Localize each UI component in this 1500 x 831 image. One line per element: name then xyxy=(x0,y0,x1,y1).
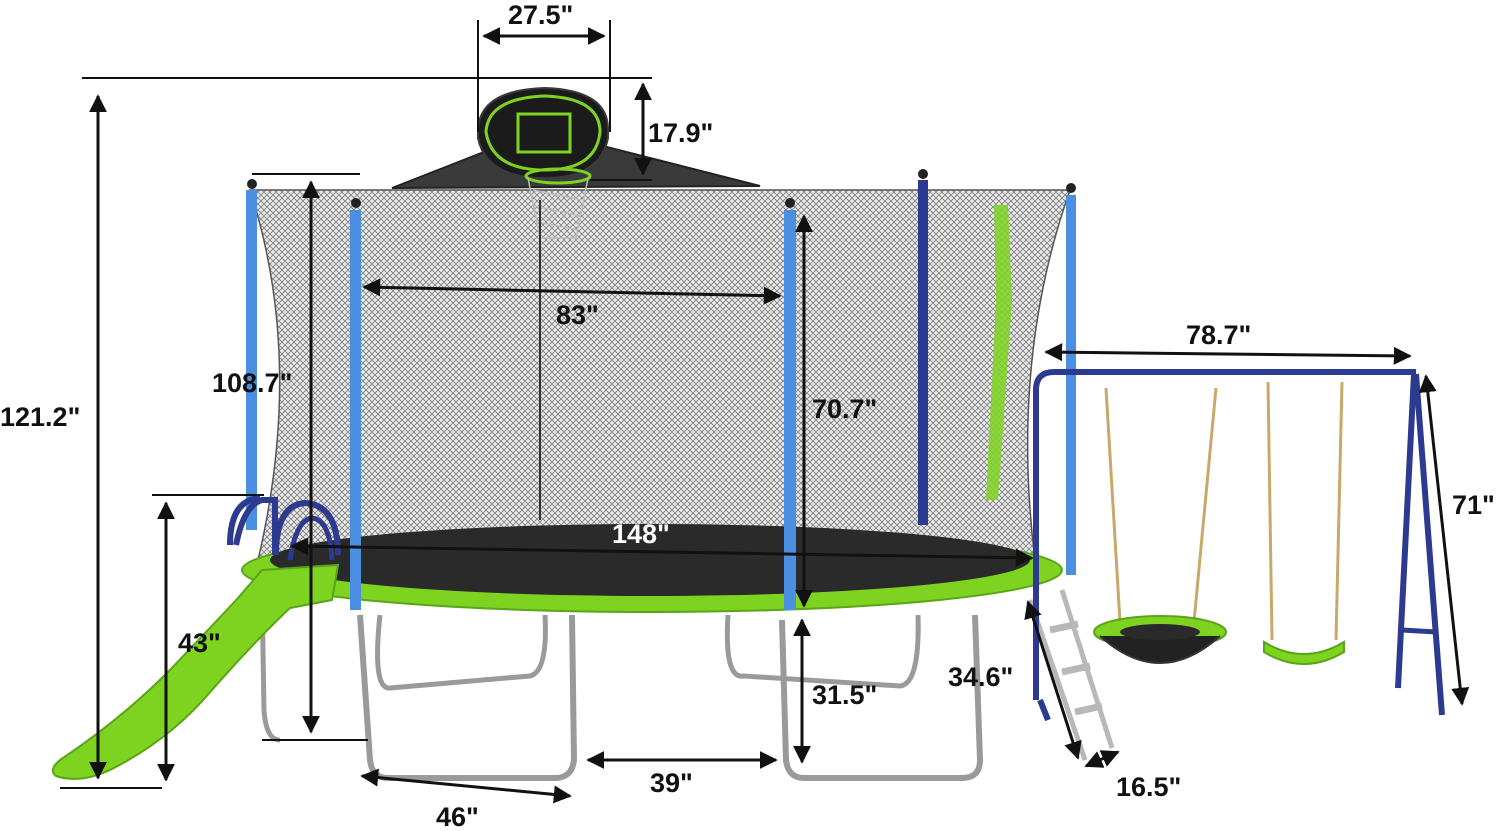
net-zipper-door xyxy=(986,205,1012,500)
label-leg-height: 31.5" xyxy=(812,680,877,710)
leg-left-front xyxy=(357,614,578,781)
pole-center-front xyxy=(784,210,796,610)
pole-right-back xyxy=(918,180,928,525)
hoop-basket-net xyxy=(527,177,589,239)
label-mat-diameter: 148" xyxy=(612,519,670,549)
slide-left-handle xyxy=(227,495,278,555)
label-swing-height: 71" xyxy=(1452,490,1495,520)
belt-swing-seat xyxy=(1263,640,1345,665)
label-total-height: 121.2" xyxy=(0,402,80,432)
pole-right-front xyxy=(1066,195,1076,575)
hoop-backboard xyxy=(477,86,610,180)
basketball-hoop xyxy=(391,86,761,239)
dimension-lines xyxy=(60,20,1470,804)
label-slide-height: 43" xyxy=(178,628,221,658)
label-ladder-height: 34.6" xyxy=(948,662,1013,692)
label-leg-width: 46" xyxy=(436,802,479,831)
slide-chute xyxy=(51,563,340,780)
pole-left-front xyxy=(350,210,361,610)
label-pole-height: 70.7" xyxy=(812,394,877,424)
swing-ropes xyxy=(1104,381,1344,641)
pole-left-back xyxy=(246,190,257,530)
swing-frame-leg-front xyxy=(1395,373,1417,689)
swing-set xyxy=(1033,369,1445,722)
swing-frame-top-bar xyxy=(1033,369,1416,700)
label-net-height: 108.7" xyxy=(212,368,292,398)
label-leg-spacing: 39" xyxy=(650,768,693,798)
enclosure-poles xyxy=(246,169,1076,610)
label-ladder-width: 16.5" xyxy=(1116,772,1181,802)
label-swing-width: 78.7" xyxy=(1186,320,1251,350)
swing-frame-leg-back xyxy=(1413,373,1445,716)
hoop-target-square xyxy=(516,112,572,154)
hoop-rim xyxy=(524,167,592,185)
leg-right-front xyxy=(779,614,984,781)
label-net-diameter: 83" xyxy=(556,300,599,330)
label-hoop-height: 17.9" xyxy=(648,118,713,148)
trampoline-enclosure-net xyxy=(248,189,1072,561)
label-hoop-width: 27.5" xyxy=(508,0,573,30)
